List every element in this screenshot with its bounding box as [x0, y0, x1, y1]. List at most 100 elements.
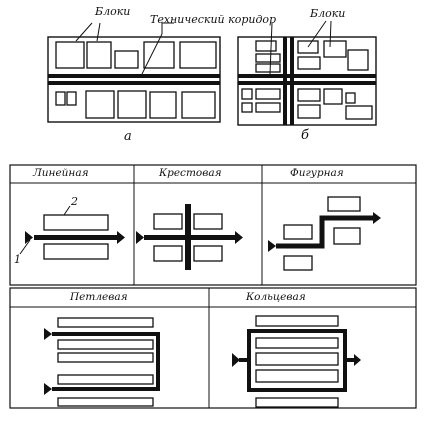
- plan-b-block: [323, 88, 343, 105]
- plan-a-block: [181, 91, 216, 119]
- cross-block: [153, 213, 183, 230]
- plan-b-block: [255, 102, 281, 113]
- plan-a-block: [114, 50, 139, 69]
- loop-block: [57, 374, 154, 385]
- label-corridor: Технический коридор: [150, 13, 277, 26]
- cross-exit-arrow: [235, 231, 243, 244]
- plan-b-block: [297, 88, 321, 102]
- plan-a-block: [117, 90, 147, 119]
- leader-corridor-left: [161, 22, 174, 34]
- scheme-cross-drawing: [136, 204, 243, 270]
- plan-b-block: [255, 63, 281, 73]
- plan-b-corridor-upper: [238, 74, 376, 78]
- ring-entry-arrow: [232, 353, 240, 367]
- callout-number-2: 2: [71, 195, 78, 208]
- cross-block: [193, 213, 223, 230]
- plan-b-block: [297, 56, 321, 70]
- figured-block: [327, 196, 361, 212]
- plan-b-block: [323, 40, 347, 58]
- leader-blocks-right-2: [329, 20, 332, 48]
- linear-exit-arrow: [117, 231, 125, 244]
- leader-corridor-right: [269, 22, 273, 75]
- caption-b: б: [301, 128, 309, 143]
- scheme-ring-drawing: [232, 315, 361, 408]
- plan-b-block: [345, 105, 373, 120]
- plan-a-block: [149, 91, 177, 119]
- header-cross: Крестовая: [159, 167, 222, 179]
- plan-a-block: [55, 91, 66, 106]
- figured-exit-arrow: [373, 212, 381, 224]
- linear-block-upper: [43, 214, 109, 231]
- plan-b-block: [255, 53, 281, 63]
- header-figured: Фигурная: [290, 167, 344, 179]
- loop-entry-arrow-upper: [44, 328, 52, 340]
- plan-b-block: [347, 49, 369, 71]
- cross-entry-arrow: [136, 231, 144, 244]
- plan-a-block: [85, 90, 115, 119]
- callout-number-1: 1: [14, 253, 21, 266]
- ring-block: [255, 315, 339, 327]
- plan-b-block: [297, 104, 321, 119]
- ring-block: [255, 337, 339, 349]
- plan-b-block: [241, 88, 253, 100]
- plan-a-block: [66, 91, 77, 106]
- plan-b-corridor-vertical-2: [290, 37, 294, 125]
- loop-block: [57, 339, 154, 350]
- plan-b-block: [255, 88, 281, 100]
- loop-block: [57, 397, 154, 407]
- loop-block: [57, 317, 154, 328]
- header-linear: Линейная: [33, 167, 89, 179]
- loop-block: [57, 352, 154, 363]
- cross-block: [153, 245, 183, 262]
- schemes-table: [9, 164, 417, 409]
- table-row-1-frame: [9, 164, 417, 286]
- label-blocks-right: Блоки: [310, 7, 346, 20]
- figured-corridor: [276, 215, 374, 249]
- scheme-figured-drawing: [268, 196, 381, 271]
- plan-a-corridor-upper: [48, 74, 220, 78]
- linear-corridor: [34, 235, 118, 240]
- figured-block: [283, 255, 313, 271]
- plan-b-block: [255, 40, 277, 52]
- leader-num-2: [63, 205, 71, 216]
- table-row-2-frame: [9, 287, 417, 409]
- plan-b-corridor-lower: [238, 81, 376, 85]
- plan-a-block: [55, 41, 85, 69]
- leader-lines: [75, 20, 332, 75]
- plan-b-block: [241, 102, 253, 113]
- loop-corridor: [52, 332, 160, 391]
- plan-a-corridor-lower: [48, 81, 220, 85]
- leader-blocks-right-1: [307, 20, 327, 48]
- scheme-linear-drawing: [19, 205, 125, 260]
- ring-block: [255, 369, 339, 383]
- leader-corridor-left-2: [141, 33, 163, 75]
- figured-block: [283, 224, 313, 240]
- linear-entry-arrow: [25, 231, 33, 244]
- leader-blocks-left-1: [75, 22, 93, 42]
- plan-b: [237, 36, 377, 126]
- ring-block: [255, 397, 339, 408]
- cross-block: [193, 245, 223, 262]
- plan-a-block: [179, 41, 217, 69]
- plan-a-block: [86, 41, 112, 69]
- cross-corridor-vertical: [185, 204, 191, 270]
- linear-block-lower: [43, 243, 109, 260]
- plan-a-block: [143, 41, 175, 69]
- leader-blocks-left-2: [96, 22, 101, 42]
- leader-num-1: [19, 239, 31, 255]
- scheme-loop-drawing: [44, 317, 160, 407]
- ring-exit-stub: [345, 358, 355, 362]
- loop-entry-arrow-lower: [44, 383, 52, 395]
- caption-a: а: [124, 129, 132, 144]
- plan-a: [47, 36, 221, 123]
- header-ring: Кольцевая: [246, 291, 306, 303]
- plan-b-corridor-vertical-1: [283, 37, 287, 125]
- header-loop: Петлевая: [70, 291, 128, 303]
- figured-block: [333, 227, 361, 245]
- ring-entry-stub: [239, 358, 249, 362]
- figured-entry-arrow: [268, 240, 276, 252]
- ring-block: [255, 352, 339, 366]
- ring-exit-arrow: [354, 354, 361, 366]
